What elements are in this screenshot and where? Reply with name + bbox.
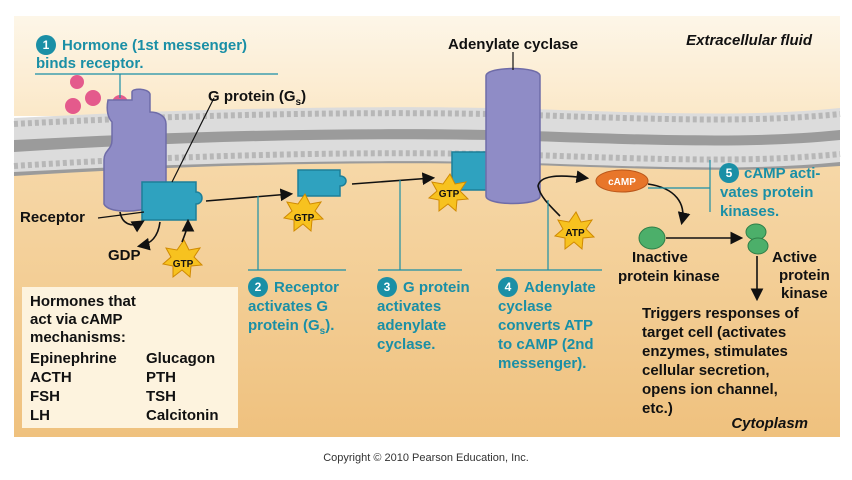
gtp-label: GTP — [173, 259, 194, 270]
hormone-item: FSH — [30, 388, 60, 405]
hormone-molecule — [65, 98, 81, 114]
step-1-line: Hormone (1st messenger) — [62, 37, 247, 54]
step-4-line: converts ATP — [498, 317, 593, 334]
inactive-kinase-label: Inactive — [632, 249, 688, 266]
step-2-line: protein (Gs). — [248, 317, 334, 337]
step-2: 2 Receptor activates G protein (Gs). — [248, 277, 339, 337]
step-2-line: Receptor — [274, 279, 339, 296]
camp-molecule — [595, 169, 649, 193]
step-4-number: 4 — [505, 280, 512, 294]
receptor-protein — [103, 88, 167, 212]
step-5-line: vates protein — [720, 184, 813, 201]
hormone-item: PTH — [146, 369, 176, 386]
step-4-badge — [498, 277, 518, 297]
active-kinase-subunit — [747, 237, 769, 255]
hormone-molecule — [70, 75, 84, 89]
extracellular-fluid-label: Extracellular fluid — [686, 32, 813, 49]
hormone-item: Epinephrine — [30, 350, 117, 367]
triggers-line: target cell (activates — [642, 324, 786, 341]
extracellular-region — [14, 16, 840, 116]
hormone-item: Glucagon — [146, 350, 215, 367]
step-2-number: 2 — [255, 280, 262, 294]
atp-label: ATP — [565, 228, 585, 239]
active-kinase-subunit — [745, 223, 767, 241]
triggers-line: etc.) — [642, 400, 673, 417]
camp-label: cAMP — [608, 177, 636, 188]
adenylate-cyclase-protein — [485, 67, 541, 205]
receptor-label: Receptor — [20, 209, 85, 226]
adenylate-cyclase-label: Adenylate cyclase — [448, 36, 578, 53]
hormone-box: Hormones that act via cAMP mechanisms: E… — [22, 287, 238, 428]
step-5-line: kinases. — [720, 203, 779, 220]
triggers-line: cellular secretion, — [642, 362, 770, 379]
hormone-item: ACTH — [30, 369, 72, 386]
plasma-membrane — [13, 107, 841, 176]
step-1-number: 1 — [43, 38, 50, 52]
inactive-kinase-label: protein kinase — [618, 268, 720, 285]
inactive-kinase — [638, 226, 666, 250]
hormone-box-title: act via cAMP — [30, 311, 123, 328]
step-4-line: messenger). — [498, 355, 586, 372]
cytoplasm-label: Cytoplasm — [731, 415, 808, 432]
leader-lines — [35, 73, 711, 271]
gtp-star-2: GTP — [282, 193, 325, 233]
label-lines — [97, 97, 215, 219]
step-1-badge — [36, 35, 56, 55]
hormone-molecule — [85, 90, 101, 106]
hormone-item: TSH — [146, 388, 176, 405]
step-5-line: cAMP acti- — [744, 165, 820, 182]
step-5-number: 5 — [726, 166, 733, 180]
copyright-notice: Copyright © 2010 Pearson Education, Inc. — [323, 452, 529, 464]
triggers-line: Triggers responses of — [642, 305, 800, 322]
step-3-line: cyclase. — [377, 336, 435, 353]
gtp-label: GTP — [439, 189, 460, 200]
step-2-badge — [248, 277, 268, 297]
step-4-line: to cAMP (2nd — [498, 336, 594, 353]
step-3-line: G protein — [403, 279, 470, 296]
step-1-line: binds receptor. — [36, 55, 144, 72]
hormone-box-title: mechanisms: — [30, 329, 126, 346]
active-kinase-label: Active — [772, 249, 817, 266]
triggers-line: enzymes, stimulates — [642, 343, 788, 360]
triggers-line: opens ion channel, — [642, 381, 778, 398]
active-kinase-label: protein — [779, 267, 830, 284]
active-kinase-label: kinase — [781, 285, 828, 302]
hormone-box-title: Hormones that — [30, 293, 136, 310]
gtp-star-1: GTP — [161, 239, 204, 279]
g-protein-moving — [297, 169, 347, 197]
hormone-box-bg — [22, 287, 238, 428]
g-protein-label: G protein (Gs) — [208, 88, 306, 108]
triggers-text: Triggers responses of target cell (activ… — [642, 305, 800, 417]
step-4: 4 Adenylate cyclase converts ATP to cAMP… — [498, 277, 596, 372]
step-1: 1 Hormone (1st messenger) binds receptor… — [36, 35, 247, 72]
hormone-item: LH — [30, 407, 50, 424]
gtp-label: GTP — [294, 213, 315, 224]
step-3: 3 G protein activates adenylate cyclase. — [377, 277, 470, 353]
step-5-badge — [719, 163, 739, 183]
step-5: 5 cAMP acti- vates protein kinases. — [719, 163, 820, 220]
step-3-line: adenylate — [377, 317, 446, 334]
hormone-item: Calcitonin — [146, 407, 219, 424]
step-4-line: cyclase — [498, 298, 552, 315]
gdp-label: GDP — [108, 247, 141, 264]
atp-star: ATP — [553, 211, 596, 251]
step-3-badge — [377, 277, 397, 297]
step-3-line: activates — [377, 298, 441, 315]
step-4-line: Adenylate — [524, 279, 596, 296]
step-2-line: activates G — [248, 298, 328, 315]
step-3-number: 3 — [384, 280, 391, 294]
g-protein-bound — [141, 181, 203, 221]
